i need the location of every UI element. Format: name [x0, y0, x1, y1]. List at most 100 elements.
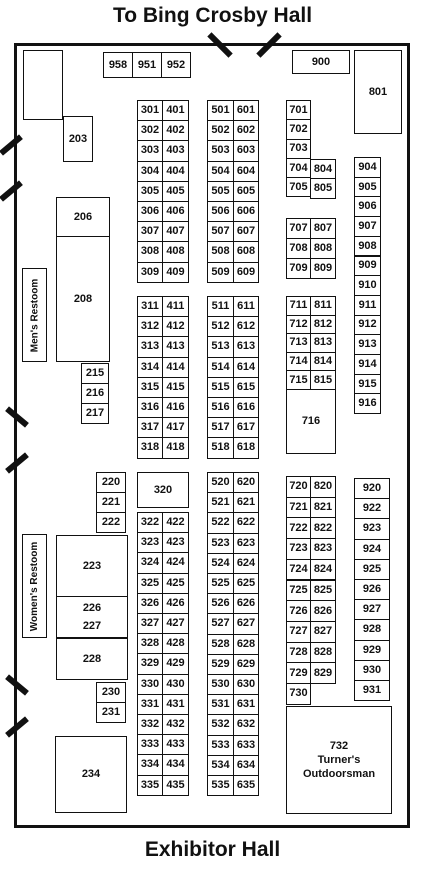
booth-328[interactable]: 328 [137, 633, 163, 655]
booth-707[interactable]: 707 [286, 218, 311, 239]
booth-813[interactable]: 813 [310, 333, 336, 353]
booth-613[interactable]: 613 [233, 336, 259, 358]
booth-501[interactable]: 501 [207, 100, 234, 122]
booth-624[interactable]: 624 [233, 552, 259, 574]
booth-522[interactable]: 522 [207, 512, 234, 534]
booth-333[interactable]: 333 [137, 734, 163, 756]
booth-304[interactable]: 304 [137, 160, 163, 182]
booth-616[interactable]: 616 [233, 397, 259, 419]
booth-723[interactable]: 723 [286, 538, 311, 560]
booth-635[interactable]: 635 [233, 775, 259, 797]
booth-308[interactable]: 308 [137, 241, 163, 263]
booth-503[interactable]: 503 [207, 140, 234, 162]
booth-625[interactable]: 625 [233, 573, 259, 595]
booth-223[interactable]: 223 [56, 535, 128, 597]
booth-505[interactable]: 505 [207, 180, 234, 202]
booth-720[interactable]: 720 [286, 476, 311, 498]
booth-422[interactable]: 422 [162, 512, 189, 534]
booth-709[interactable]: 709 [286, 258, 311, 279]
booth-514[interactable]: 514 [207, 356, 234, 378]
booth-912[interactable]: 912 [354, 314, 381, 336]
booth-913[interactable]: 913 [354, 334, 381, 355]
booth-331[interactable]: 331 [137, 693, 163, 715]
booth-612[interactable]: 612 [233, 316, 259, 338]
booth-623[interactable]: 623 [233, 532, 259, 554]
booth-609[interactable]: 609 [233, 261, 259, 283]
booth-424[interactable]: 424 [162, 552, 189, 574]
booth-405[interactable]: 405 [162, 180, 189, 202]
booth-914[interactable]: 914 [354, 354, 381, 375]
booth-729[interactable]: 729 [286, 662, 311, 684]
booth-528[interactable]: 528 [207, 633, 234, 655]
booth-518[interactable]: 518 [207, 437, 234, 459]
booth-415[interactable]: 415 [162, 376, 189, 398]
booth-502[interactable]: 502 [207, 120, 234, 142]
booth-807[interactable]: 807 [310, 218, 336, 239]
booth-626[interactable]: 626 [233, 593, 259, 615]
booth-411[interactable]: 411 [162, 296, 189, 318]
booth-730[interactable]: 730 [286, 683, 311, 705]
booth-905[interactable]: 905 [354, 176, 381, 198]
booth-952[interactable]: 952 [161, 52, 191, 78]
booth-226-227[interactable]: 226 227 [56, 596, 128, 638]
booth-532[interactable]: 532 [207, 714, 234, 736]
booth-724[interactable]: 724 [286, 558, 311, 581]
booth-930[interactable]: 930 [354, 659, 390, 681]
booth-523[interactable]: 523 [207, 532, 234, 554]
booth-908[interactable]: 908 [354, 235, 381, 257]
booth-506[interactable]: 506 [207, 201, 234, 223]
booth-530[interactable]: 530 [207, 674, 234, 696]
booth-521[interactable]: 521 [207, 492, 234, 514]
booth-701[interactable]: 701 [286, 100, 311, 121]
booth-534[interactable]: 534 [207, 754, 234, 776]
booth-520[interactable]: 520 [207, 472, 234, 494]
booth-824[interactable]: 824 [310, 558, 336, 581]
booth-512[interactable]: 512 [207, 316, 234, 338]
booth-826[interactable]: 826 [310, 600, 336, 622]
booth-414[interactable]: 414 [162, 356, 189, 378]
booth-504[interactable]: 504 [207, 160, 234, 182]
booth-634[interactable]: 634 [233, 754, 259, 776]
booth-406[interactable]: 406 [162, 201, 189, 223]
booth-713[interactable]: 713 [286, 333, 311, 353]
booth-726[interactable]: 726 [286, 600, 311, 622]
booth-516[interactable]: 516 [207, 397, 234, 419]
booth-508[interactable]: 508 [207, 241, 234, 263]
booth-928[interactable]: 928 [354, 619, 390, 641]
booth-535[interactable]: 535 [207, 775, 234, 797]
booth-513[interactable]: 513 [207, 336, 234, 358]
booth-234[interactable]: 234 [55, 736, 127, 813]
booth-231[interactable]: 231 [96, 702, 126, 723]
booth-431[interactable]: 431 [162, 693, 189, 715]
booth-230[interactable]: 230 [96, 682, 126, 703]
booth-417[interactable]: 417 [162, 417, 189, 439]
booth-426[interactable]: 426 [162, 592, 189, 614]
booth-900[interactable]: 900 [292, 50, 350, 74]
booth-603[interactable]: 603 [233, 140, 259, 162]
booth-529[interactable]: 529 [207, 653, 234, 675]
booth-904[interactable]: 904 [354, 157, 381, 178]
booth-413[interactable]: 413 [162, 336, 189, 358]
booth-509[interactable]: 509 [207, 261, 234, 283]
booth-401[interactable]: 401 [162, 100, 189, 122]
booth-303[interactable]: 303 [137, 140, 163, 162]
booth-910[interactable]: 910 [354, 275, 381, 296]
booth-407[interactable]: 407 [162, 221, 189, 243]
booth-621[interactable]: 621 [233, 492, 259, 514]
booth-829[interactable]: 829 [310, 662, 336, 684]
booth-906[interactable]: 906 [354, 196, 381, 218]
booth-425[interactable]: 425 [162, 572, 189, 594]
booth-334[interactable]: 334 [137, 754, 163, 776]
booth-306[interactable]: 306 [137, 201, 163, 223]
booth-302[interactable]: 302 [137, 120, 163, 142]
booth-809[interactable]: 809 [310, 258, 336, 279]
booth-722[interactable]: 722 [286, 517, 311, 540]
booth-927[interactable]: 927 [354, 599, 390, 621]
booth-435[interactable]: 435 [162, 774, 189, 796]
booth-217[interactable]: 217 [81, 403, 109, 424]
booth-526[interactable]: 526 [207, 593, 234, 615]
booth-312[interactable]: 312 [137, 316, 163, 338]
booth-804[interactable]: 804 [310, 159, 336, 180]
booth-708[interactable]: 708 [286, 238, 311, 259]
booth-216[interactable]: 216 [81, 383, 109, 404]
